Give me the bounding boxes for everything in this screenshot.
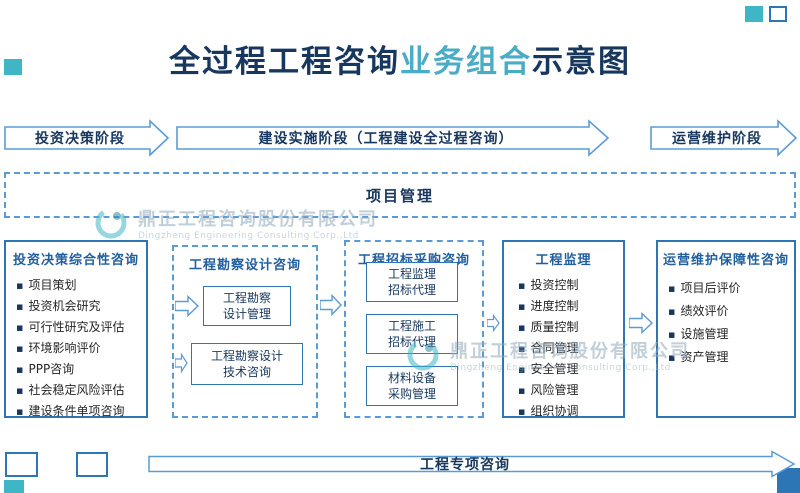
title-segment-highlight: 业务组合 — [400, 44, 532, 80]
list-item: 投资机会研究 — [16, 296, 142, 317]
list-item: 环境影响评价 — [16, 338, 142, 359]
list-item: 安全管理 — [518, 359, 619, 380]
arrow-to-survey-management-icon — [175, 295, 199, 317]
mini-box-line: 技术咨询 — [222, 365, 271, 379]
arrow-survey-to-bidding-icon — [320, 294, 342, 316]
list-item: 风险管理 — [518, 380, 619, 401]
mini-box-line: 招标代理 — [387, 335, 436, 349]
list-item: 社会稳定风险评估 — [16, 380, 142, 401]
stage-arrow-construction: 建设实施阶段（工程建设全过程咨询） — [176, 119, 610, 157]
survey-design-management-box: 工程勘察 设计管理 — [203, 286, 291, 326]
supervision-list: 投资控制 进度控制 质量控制 合同管理 安全管理 风险管理 组织协调 — [504, 268, 623, 422]
list-item: 质量控制 — [518, 317, 619, 338]
list-item: PPP咨询 — [16, 359, 142, 380]
project-management-band: 项目管理 — [4, 172, 796, 218]
mini-box-line: 设计管理 — [222, 307, 271, 321]
supervision-title: 工程监理 — [535, 253, 592, 268]
title-segment-main: 全过程工程咨询 — [169, 44, 400, 80]
stage-arrow-label: 运营维护阶段 — [672, 131, 762, 147]
stage-arrow-operation: 运营维护阶段 — [650, 119, 798, 157]
investment-consulting-list: 项目策划 投资机会研究 可行性研究及评估 环境影响评价 PPP咨询 社会稳定风险… — [6, 268, 146, 422]
list-item: 合同管理 — [518, 338, 619, 359]
arrow-bidding-to-supervision-icon — [487, 314, 500, 332]
list-item: 资产管理 — [668, 346, 790, 369]
list-item: 绩效评价 — [668, 300, 790, 323]
construction-bidding-agency-box: 工程施工 招标代理 — [366, 314, 458, 354]
watermark-en: Dingzheng Engineering Consulting Corp.,L… — [138, 231, 359, 241]
list-item: 项目策划 — [16, 275, 142, 296]
mini-box-line: 工程施工 — [387, 319, 436, 333]
legend-square-1 — [5, 452, 38, 477]
supervision-box: 工程监理 投资控制 进度控制 质量控制 合同管理 安全管理 风险管理 组织协调 — [502, 240, 625, 418]
decor-square-top-right-outline — [769, 6, 787, 22]
mini-box-line: 工程勘察设计 — [210, 349, 283, 363]
list-item: 投资控制 — [518, 275, 619, 296]
list-item: 建设条件单项咨询 — [16, 401, 142, 422]
right-arrow-banner-icon — [176, 119, 610, 157]
investment-consulting-title: 投资决策综合性咨询 — [12, 253, 139, 268]
list-item: 组织协调 — [518, 401, 619, 422]
right-arrow-banner-icon — [148, 450, 796, 478]
list-item: 可行性研究及评估 — [16, 317, 142, 338]
list-item: 设施管理 — [668, 323, 790, 346]
mini-box-line: 工程监理 — [387, 267, 436, 281]
arrow-supervision-to-operation-icon — [629, 312, 653, 334]
stage-arrow-label: 投资决策阶段 — [35, 131, 125, 147]
legend-square-2 — [76, 452, 108, 477]
investment-consulting-box: 投资决策综合性咨询 项目策划 投资机会研究 可行性研究及评估 环境影响评价 PP… — [4, 240, 148, 418]
decor-square-top-left — [4, 59, 22, 75]
right-arrow-banner-icon — [650, 119, 798, 157]
arrow-to-survey-technical-icon — [175, 353, 188, 373]
special-consulting-label: 工程专项咨询 — [420, 457, 510, 473]
special-consulting-arrow: 工程专项咨询 — [148, 450, 796, 478]
list-item: 项目后评价 — [668, 277, 790, 300]
decor-square-bottom-right — [777, 468, 800, 493]
stage-arrow-investment-decision: 投资决策阶段 — [4, 119, 170, 157]
operation-consulting-list: 项目后评价 绩效评价 设施管理 资产管理 — [658, 268, 794, 369]
page-title: 全过程工程咨询业务组合示意图 — [0, 36, 800, 81]
operation-consulting-title: 运营维护保障性咨询 — [662, 253, 789, 268]
stage-arrow-label: 建设实施阶段（工程建设全过程咨询） — [258, 131, 514, 147]
mini-box-line: 工程勘察 — [222, 291, 271, 305]
right-arrow-banner-icon — [4, 119, 170, 157]
material-procurement-box: 材料设备 采购管理 — [366, 366, 458, 406]
survey-design-box: 工程勘察设计咨询 — [172, 245, 318, 418]
survey-design-technical-box: 工程勘察设计 技术咨询 — [191, 343, 303, 385]
decor-square-bottom-left — [4, 480, 24, 493]
decor-square-top-right-teal — [745, 6, 763, 22]
survey-design-title: 工程勘察设计咨询 — [188, 258, 301, 273]
mini-box-line: 采购管理 — [387, 387, 436, 401]
mini-box-line: 材料设备 — [387, 371, 436, 385]
list-item: 进度控制 — [518, 296, 619, 317]
project-management-label: 项目管理 — [365, 186, 434, 205]
operation-consulting-box: 运营维护保障性咨询 项目后评价 绩效评价 设施管理 资产管理 — [656, 240, 796, 418]
supervision-bidding-agency-box: 工程监理 招标代理 — [366, 262, 458, 302]
mini-box-line: 招标代理 — [387, 283, 436, 297]
title-segment-tail: 示意图 — [532, 44, 631, 80]
